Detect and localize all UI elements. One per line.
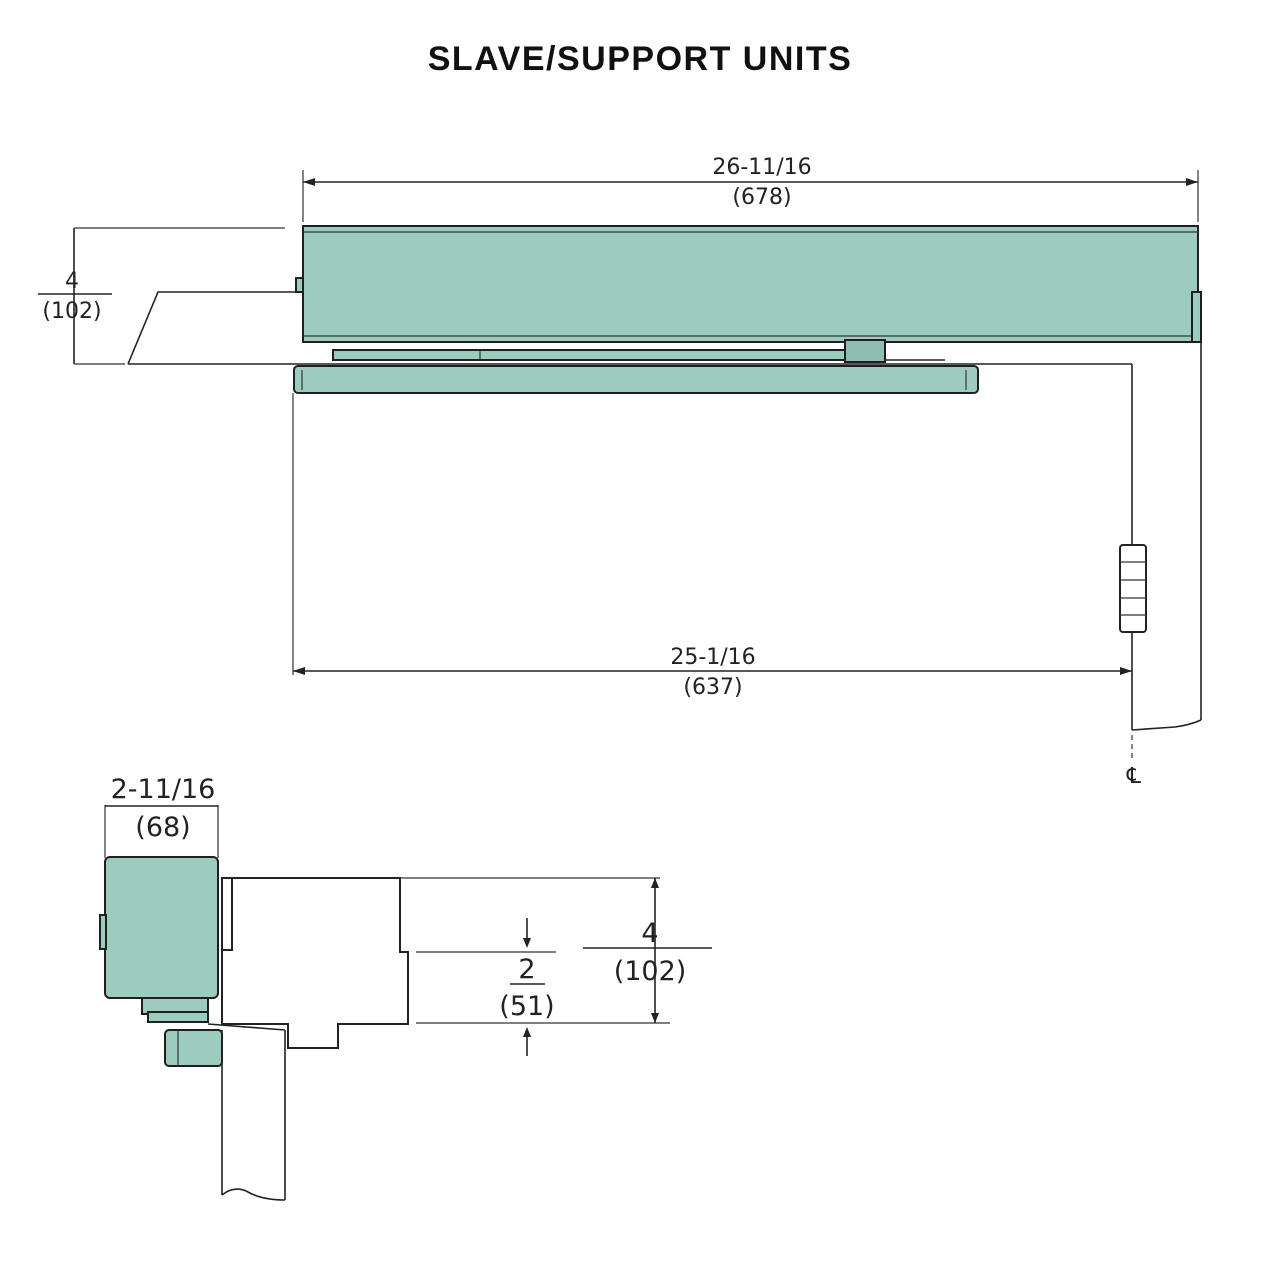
dimension-height-top: 4 (102): [38, 227, 285, 365]
header-stop: [221, 877, 233, 951]
dim-depth-imperial: 2-11/16: [111, 774, 216, 805]
dimension-overall-length: 26-11/16 (678): [302, 155, 1199, 222]
dim-depth-metric: (68): [135, 812, 190, 843]
dimension-depth: 2-11/16 (68): [104, 774, 219, 858]
dim-height-top-imperial: 4: [65, 269, 79, 294]
dim-overall-length-imperial: 26-11/16: [712, 155, 811, 180]
dimension-arm-length: 25-1/16 (637): [292, 393, 1132, 700]
pinion-block: [844, 339, 886, 363]
dim-arm-length-metric: (637): [683, 675, 742, 700]
dimension-height-side: 4 (102): [583, 878, 712, 1023]
dim-arm-offset-imperial: 2: [518, 954, 535, 985]
body-end-tab: [1191, 291, 1202, 343]
arm-shoe: [164, 1029, 223, 1067]
track-strip: [332, 349, 854, 361]
dimension-arm-offset: 2 (51): [416, 918, 670, 1056]
side-view: 2-11/16 (68): [99, 774, 712, 1201]
closer-body-side: [104, 856, 219, 999]
mounting-plate-outline: [127, 291, 298, 365]
centerline-symbol: ℄: [1126, 764, 1142, 789]
closer-body: [302, 225, 1199, 343]
dim-height-top-metric: (102): [42, 299, 101, 324]
top-view: 26-11/16 (678) 4 (102): [38, 155, 1202, 789]
arm-channel: [293, 365, 979, 394]
break-line-side: [221, 1188, 286, 1201]
dim-height-side-metric: (102): [614, 956, 687, 987]
drawing-title: SLAVE/SUPPORT UNITS: [427, 40, 853, 78]
spindle-collar: [147, 1011, 209, 1023]
dim-height-side-imperial: 4: [641, 918, 658, 949]
side-cap: [99, 914, 107, 950]
door-leaf-side: [221, 1030, 286, 1200]
break-line: [1131, 719, 1202, 731]
dim-arm-offset-metric: (51): [499, 991, 554, 1022]
dim-overall-length-metric: (678): [732, 185, 791, 210]
header-profile: [221, 877, 409, 1049]
dim-arm-length-imperial: 25-1/16: [670, 645, 755, 670]
hinge: [1119, 544, 1147, 633]
